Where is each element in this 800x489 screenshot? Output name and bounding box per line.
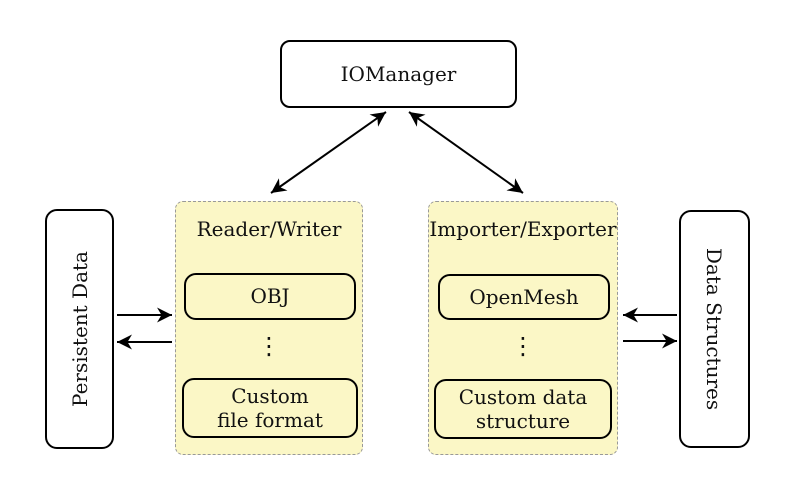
data-structures-node: Data Structures [679,210,750,448]
importer-exporter-title: Importer/Exporter [429,217,617,241]
custom-file-format-line1: Custom [231,383,309,408]
reader-writer-title: Reader/Writer [196,217,342,241]
importer-exporter-panel: Importer/Exporter OpenMesh ⋮ Custom data… [428,201,618,455]
persistent-data-node: Persistent Data [45,209,114,449]
openmesh-label: OpenMesh [469,284,579,309]
arrow-iomanager-readerwriter [270,111,387,194]
custom-data-structure-line2: structure [475,409,571,433]
arrow-iomanager-importerexporter [408,111,524,194]
obj-label: OBJ [250,284,290,309]
openmesh-node: OpenMesh [438,274,610,320]
vertical-dots-icon: ⋮ [511,332,535,360]
vertical-dots-icon: ⋮ [257,332,281,360]
reader-writer-panel: Reader/Writer OBJ ⋮ Custom file format [175,201,363,455]
iomanager-node: IOManager [280,40,517,108]
custom-data-structure-line1: Custom data [458,384,588,409]
persistent-data-label: Persistent Data [67,251,92,407]
custom-file-format-node: Custom file format [182,378,358,438]
data-structures-label: Data Structures [702,247,727,411]
custom-data-structure-node: Custom data structure [434,379,612,439]
iomanager-label: IOManager [340,62,457,86]
obj-node: OBJ [184,273,356,320]
custom-file-format-line2: file format [217,408,323,432]
